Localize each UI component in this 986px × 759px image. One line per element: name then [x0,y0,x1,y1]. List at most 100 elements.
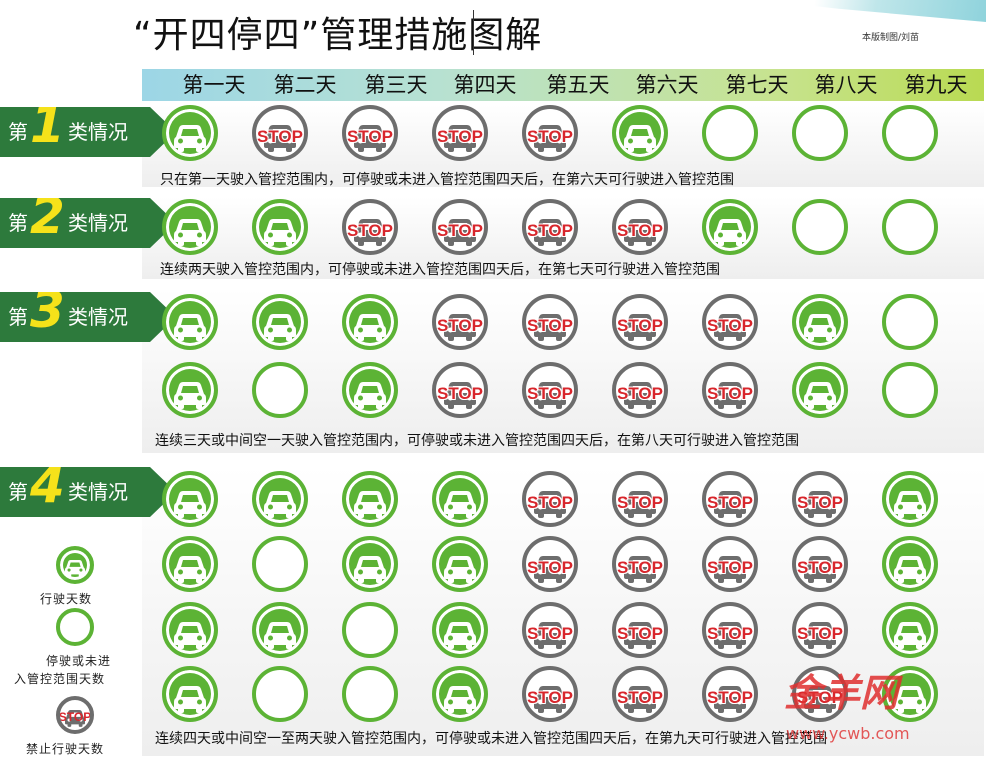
car-icon [444,314,476,341]
day-header-6: 第六天 [635,73,699,97]
stop-day-icon: STOP [612,666,668,722]
stop-sign-text: STOP [527,688,573,707]
car-icon [894,686,926,713]
car-icon [534,491,566,518]
drive-day-icon [882,471,938,527]
stop-day-icon: STOP [702,602,758,658]
category-description: 连续三天或中间空一天驶入管控范围内，可停驶或未进入管控范围四天后，在第八天可行驶… [155,433,799,449]
category-description: 只在第一天驶入管控范围内，可停驶或未进入管控范围四天后，在第六天可行驶进入管控范… [160,172,734,188]
idle-day-icon [702,105,758,161]
category-description: 连续四天或中间空一至两天驶入管控范围内，可停驶或未进入管控范围四天后，在第九天可… [155,731,827,747]
drive-day-icon [432,536,488,592]
drive-day-icon [162,666,218,722]
car-icon [714,686,746,713]
stop-day-icon: STOP [522,199,578,255]
idle-day-icon [882,362,938,418]
car-icon [534,686,566,713]
idle-day-icon [342,666,398,722]
stop-sign-text: STOP [617,493,663,512]
legend-empty-label-1: 停驶或未进 [46,654,112,668]
day-header-7: 第七天 [725,73,789,97]
category-prefix: 第 [8,120,28,144]
car-icon [264,125,296,152]
stop-sign-text: STOP [527,493,573,512]
car-icon [174,219,206,246]
stop-day-icon: STOP [522,294,578,350]
car-icon [444,491,476,518]
stop-day-icon: STOP [432,362,488,418]
stop-day-icon: STOP [612,471,668,527]
drive-day-icon [342,362,398,418]
drive-day-icon [342,471,398,527]
legend-drive-icon [56,546,94,584]
car-icon [65,710,85,727]
car-icon [264,314,296,341]
car-icon [804,382,836,409]
drive-day-icon [252,602,308,658]
car-icon [174,686,206,713]
stop-day-icon: STOP [612,199,668,255]
stop-day-icon: STOP [792,536,848,592]
stop-sign-text: STOP [617,384,663,403]
stop-day-icon: STOP [702,362,758,418]
car-icon [534,219,566,246]
drive-day-icon [162,199,218,255]
stop-day-icon: STOP [612,536,668,592]
stop-day-icon: STOP [522,471,578,527]
stop-sign-text: STOP [437,127,483,146]
stop-day-icon: STOP [612,294,668,350]
car-icon [804,314,836,341]
category-suffix: 类情况 [68,305,128,329]
idle-day-icon [252,666,308,722]
category-prefix: 第 [8,211,28,235]
car-icon [624,219,656,246]
drive-day-icon [882,602,938,658]
idle-day-icon [342,602,398,658]
stop-day-icon: STOP [702,294,758,350]
header-decoration [759,0,986,22]
stop-sign-text: STOP [527,384,573,403]
drive-day-icon [432,666,488,722]
stop-day-icon: STOP [432,294,488,350]
drive-day-icon [792,294,848,350]
legend-stop-icon: STOP [56,696,94,734]
stop-sign-text: STOP [437,221,483,240]
day-header-1: 第一天 [182,73,246,97]
stop-sign-text: STOP [797,624,843,643]
drive-day-icon [162,294,218,350]
drive-day-icon [612,105,668,161]
stop-day-icon: STOP [522,362,578,418]
stop-day-icon: STOP [792,602,848,658]
car-icon [354,314,386,341]
stop-day-icon: STOP [432,199,488,255]
stop-sign-text: STOP [707,316,753,335]
car-icon [624,686,656,713]
stop-day-icon: STOP [702,536,758,592]
watermark-logo: 金羊网 [784,671,899,715]
stop-day-icon: STOP [522,602,578,658]
drive-day-icon [882,666,938,722]
drive-day-icon [162,602,218,658]
drive-day-icon [882,536,938,592]
car-icon [354,556,386,583]
idle-day-icon [252,362,308,418]
car-icon [894,556,926,583]
car-icon [174,382,206,409]
stop-sign-text: STOP [527,624,573,643]
legend-stop-label: 禁止行驶天数 [26,742,105,756]
car-icon [444,622,476,649]
category-description: 连续两天驶入管控范围内，可停驶或未进入管控范围四天后，在第七天可行驶进入管控范围 [160,262,720,278]
stop-sign-text: STOP [797,558,843,577]
credit-text: 本版制图/刘苗 [862,33,920,43]
stop-sign-text: STOP [527,316,573,335]
stop-sign-text: STOP [707,688,753,707]
stop-day-icon: STOP [702,471,758,527]
car-icon [174,314,206,341]
legend-empty-label-2: 入管控范围天数 [14,672,106,686]
stop-sign-text: STOP [707,624,753,643]
drive-day-icon [162,362,218,418]
page-title: “开四停四”管理措施图解 [133,15,543,56]
